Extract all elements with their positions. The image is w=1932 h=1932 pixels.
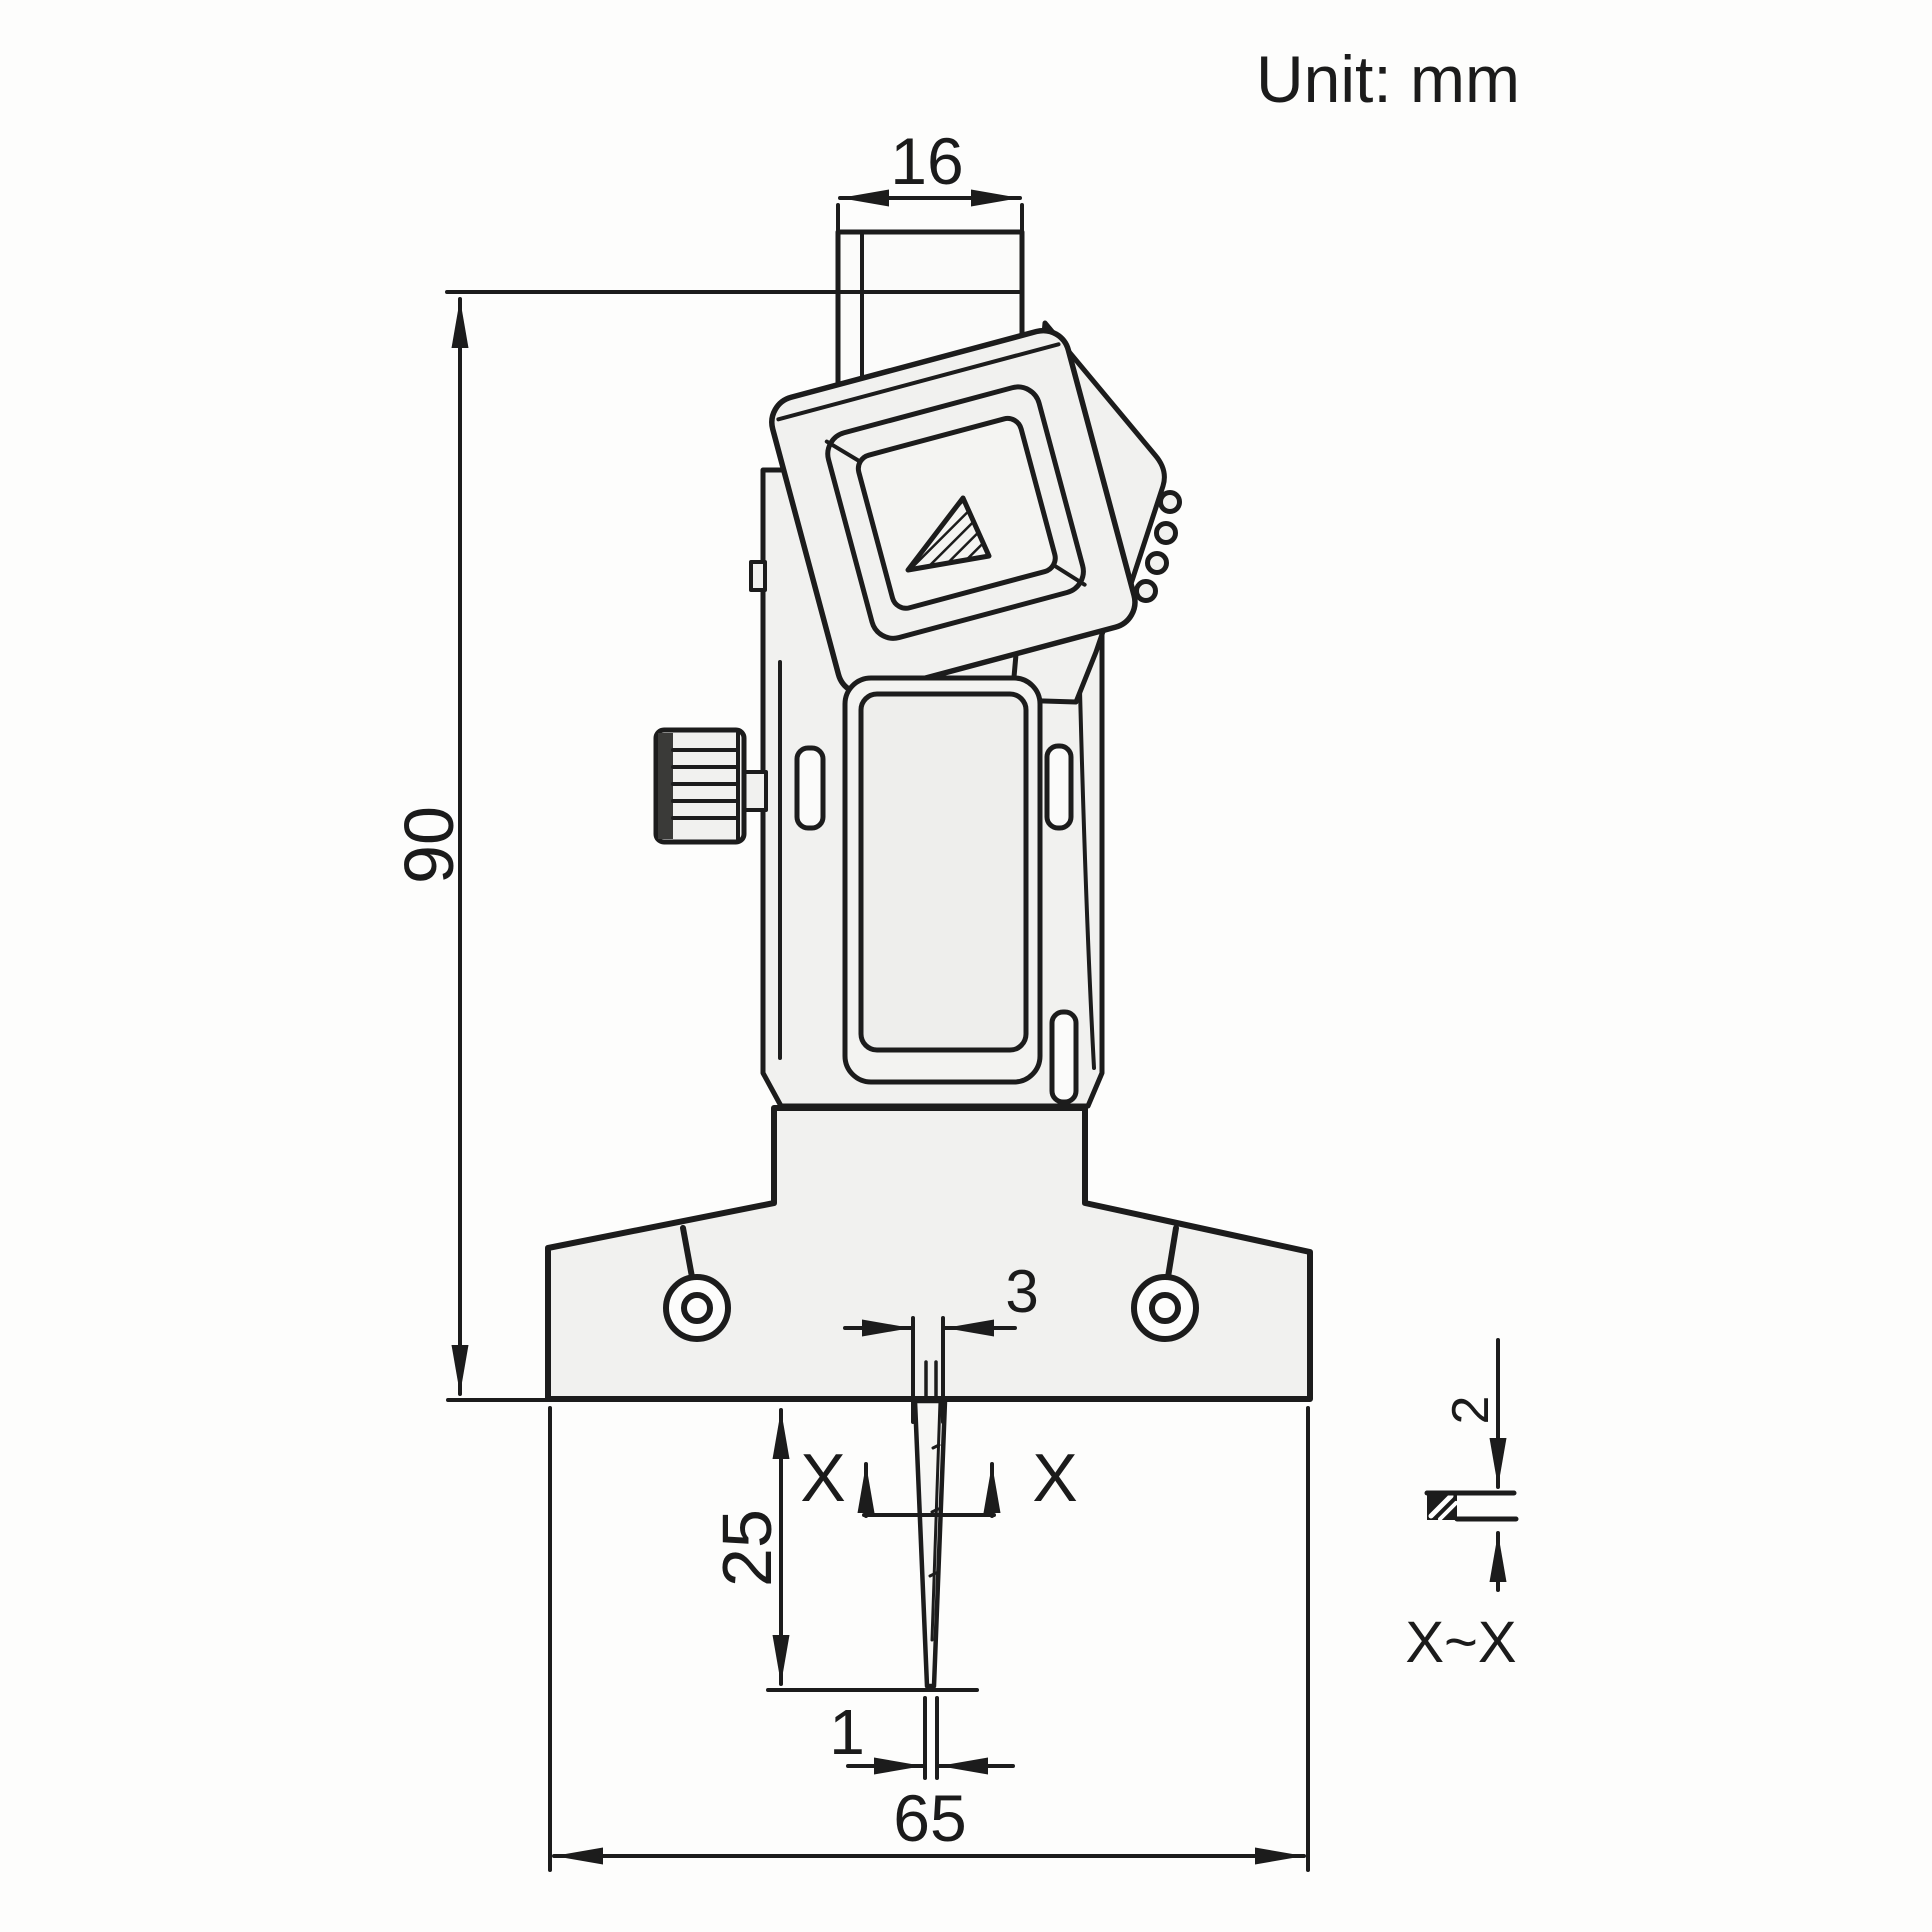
section-hatch-stripe-1 — [1428, 1493, 1454, 1519]
probe-tick-1 — [931, 1443, 941, 1450]
knob-knurling — [671, 731, 740, 841]
body-right-crease — [1077, 648, 1096, 1070]
dimension-lines — [445, 189, 1519, 1872]
triangle-button-icon — [905, 495, 992, 573]
thumb-serration-2 — [1154, 521, 1178, 545]
section-label-left: X — [800, 1440, 845, 1516]
slot-left — [794, 745, 826, 831]
gauge-figure — [545, 229, 1313, 1689]
body-left-tab — [749, 560, 767, 592]
head-mid-frame — [825, 384, 1086, 641]
dim1-label: 1 — [829, 1696, 865, 1768]
dim90-label: 90 — [390, 806, 468, 884]
dim3-label: 3 — [1005, 1258, 1038, 1325]
probe-tick-3 — [928, 1571, 938, 1578]
gauge-base — [545, 1105, 1313, 1402]
thumb-serration-4 — [1134, 579, 1158, 603]
thumb-serration-3 — [1145, 551, 1169, 575]
unit-note: Unit: mm — [1256, 42, 1520, 116]
thumb-serration-1 — [1158, 490, 1182, 514]
knob-shaft — [742, 770, 768, 812]
base-screw-right-center — [1149, 1292, 1181, 1324]
probe-facet-line — [930, 1399, 942, 1642]
dim16-label: 16 — [890, 124, 963, 198]
knob-shaded-edge — [658, 733, 673, 839]
section-label-right: X — [1032, 1440, 1077, 1516]
head-top-facet — [776, 342, 1061, 422]
slot-right-top — [1044, 743, 1074, 831]
slot-right-bottom — [1049, 1009, 1079, 1105]
base-screw-left-center — [681, 1292, 713, 1324]
head-frame-bevel-br — [1052, 563, 1087, 587]
probe-needle — [912, 1398, 948, 1689]
section-hatch-stripe-2 — [1438, 1501, 1458, 1521]
dim25-label: 25 — [708, 1509, 786, 1587]
base-screw-right-slot — [1165, 1225, 1179, 1280]
section-detail-title: X~X — [1405, 1610, 1516, 1675]
dim65-label: 65 — [893, 1781, 966, 1855]
display-window — [858, 691, 1029, 1053]
probe-tick-2 — [930, 1507, 940, 1514]
dim2-label: 2 — [1442, 1396, 1500, 1425]
head-frame-bevel-tl — [824, 439, 861, 463]
base-screw-left-slot — [680, 1225, 695, 1280]
